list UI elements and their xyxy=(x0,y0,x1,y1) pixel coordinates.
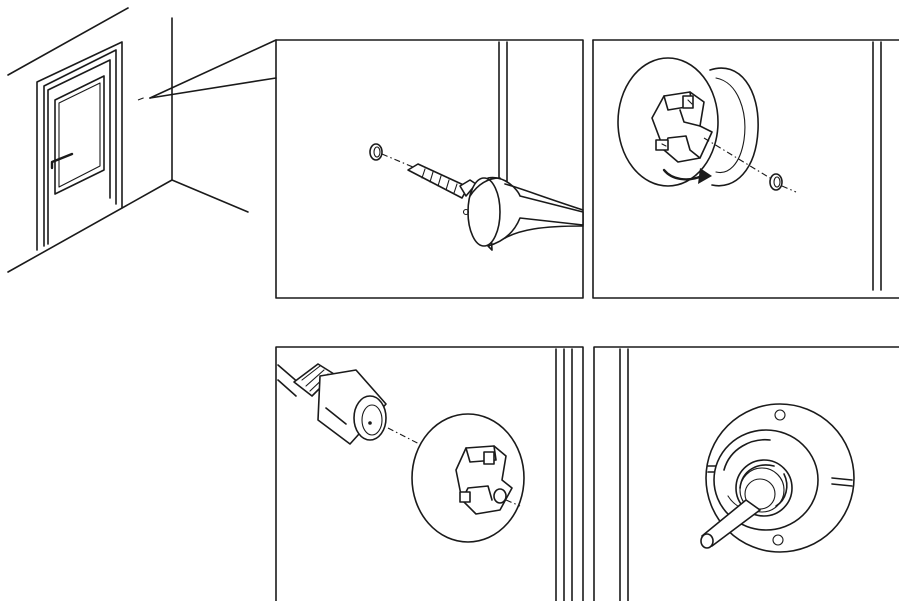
callout-icon xyxy=(138,40,276,100)
room-overview xyxy=(8,8,276,272)
camera-cylinder-icon xyxy=(294,364,386,444)
mount-plate-icon xyxy=(412,414,524,542)
wall-hole-icon xyxy=(770,174,782,190)
panel-bracket xyxy=(593,40,899,298)
panel-result xyxy=(594,347,899,601)
panel-drill xyxy=(276,40,583,298)
drill-icon xyxy=(408,164,583,250)
mount-bracket-icon xyxy=(618,58,758,186)
panel-insert xyxy=(276,347,583,601)
wall-hole-icon xyxy=(370,144,382,160)
door-icon xyxy=(37,42,122,250)
